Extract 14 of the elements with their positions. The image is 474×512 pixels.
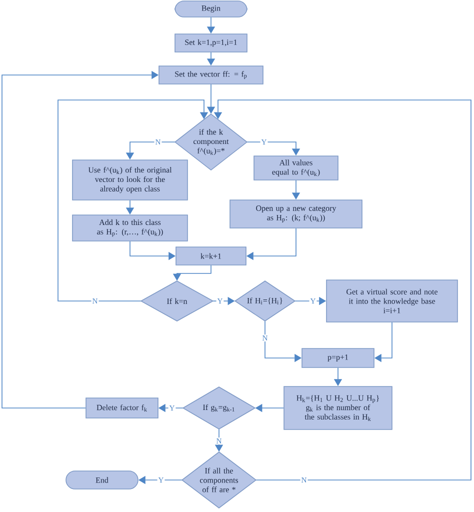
process-box: Use f^(u$_{k}$) of the original vector to look for the already open class: [72, 160, 188, 200]
process-box: All values equal to f^(u$_{k}$): [254, 156, 338, 180]
process-box: H$_{k}$={H$_{1}$ U H$_{2}$ U...U H$_{p}$} g$_{k}$ is the number of the subclasses in H$_{k}$: [284, 386, 392, 430]
process-box: Set k=1,p=1,i=1: [174, 34, 248, 52]
process-box: Add k to this class as H$_{p}$: (r,…, f^(u$_{k}$)): [72, 214, 188, 242]
process-box: k=k+1: [176, 246, 246, 266]
terminal-box: Begin: [174, 0, 248, 18]
arrow: [58, 100, 208, 302]
process-box: Get a virtual score and note it into the knowledge base i=i+1: [326, 280, 458, 322]
process-box: Open up a new category as H$_{p}$: (k; f^(u$_{k}$)): [230, 200, 362, 228]
process-box: Set the vector ff: = f$_{p}$: [158, 66, 264, 84]
process-box: p=p+1: [302, 348, 374, 368]
process-box: Delete factor f$_{k}$: [86, 398, 158, 418]
terminal-box: End: [66, 470, 138, 490]
